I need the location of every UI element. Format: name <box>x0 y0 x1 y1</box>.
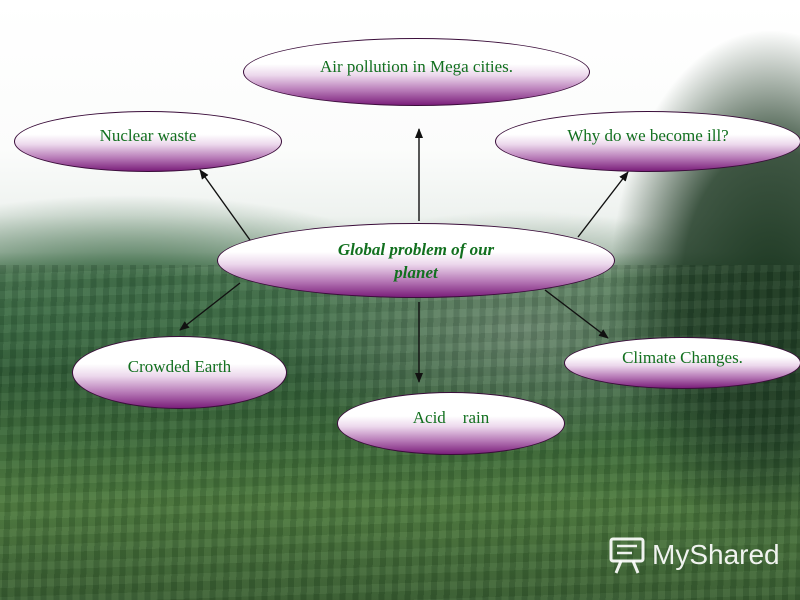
node-crowded-earth-label: Crowded Earth <box>127 357 232 377</box>
watermark: MyShared <box>608 534 780 576</box>
node-air-pollution: Air pollution in Mega cities. <box>243 38 590 106</box>
arrow-to-nuclear-waste <box>199 169 251 241</box>
node-climate-changes: Climate Changes. <box>564 337 800 389</box>
node-nuclear-waste: Nuclear waste <box>14 111 282 172</box>
watermark-text: MyShared <box>652 539 780 570</box>
arrow-to-crowded-earth <box>179 282 241 331</box>
node-air-pollution-label: Air pollution in Mega cities. <box>319 56 514 76</box>
node-become-ill-label: Why do we become ill? <box>567 126 729 146</box>
node-acid-rain-label: Acid rain <box>412 408 490 428</box>
node-center-global-problem: Global problem of our planet <box>217 223 615 298</box>
arrow-to-become-ill <box>577 171 629 238</box>
node-nuclear-waste-label: Nuclear waste <box>99 126 197 146</box>
presentation-board-icon <box>609 537 645 574</box>
node-climate-changes-label: Climate Changes. <box>622 347 743 367</box>
node-become-ill: Why do we become ill? <box>495 111 800 172</box>
node-crowded-earth: Crowded Earth <box>72 336 287 409</box>
node-acid-rain: Acid rain <box>337 392 565 455</box>
node-center-label: Global problem of our planet <box>337 239 495 282</box>
arrow-to-climate-changes <box>544 289 609 339</box>
